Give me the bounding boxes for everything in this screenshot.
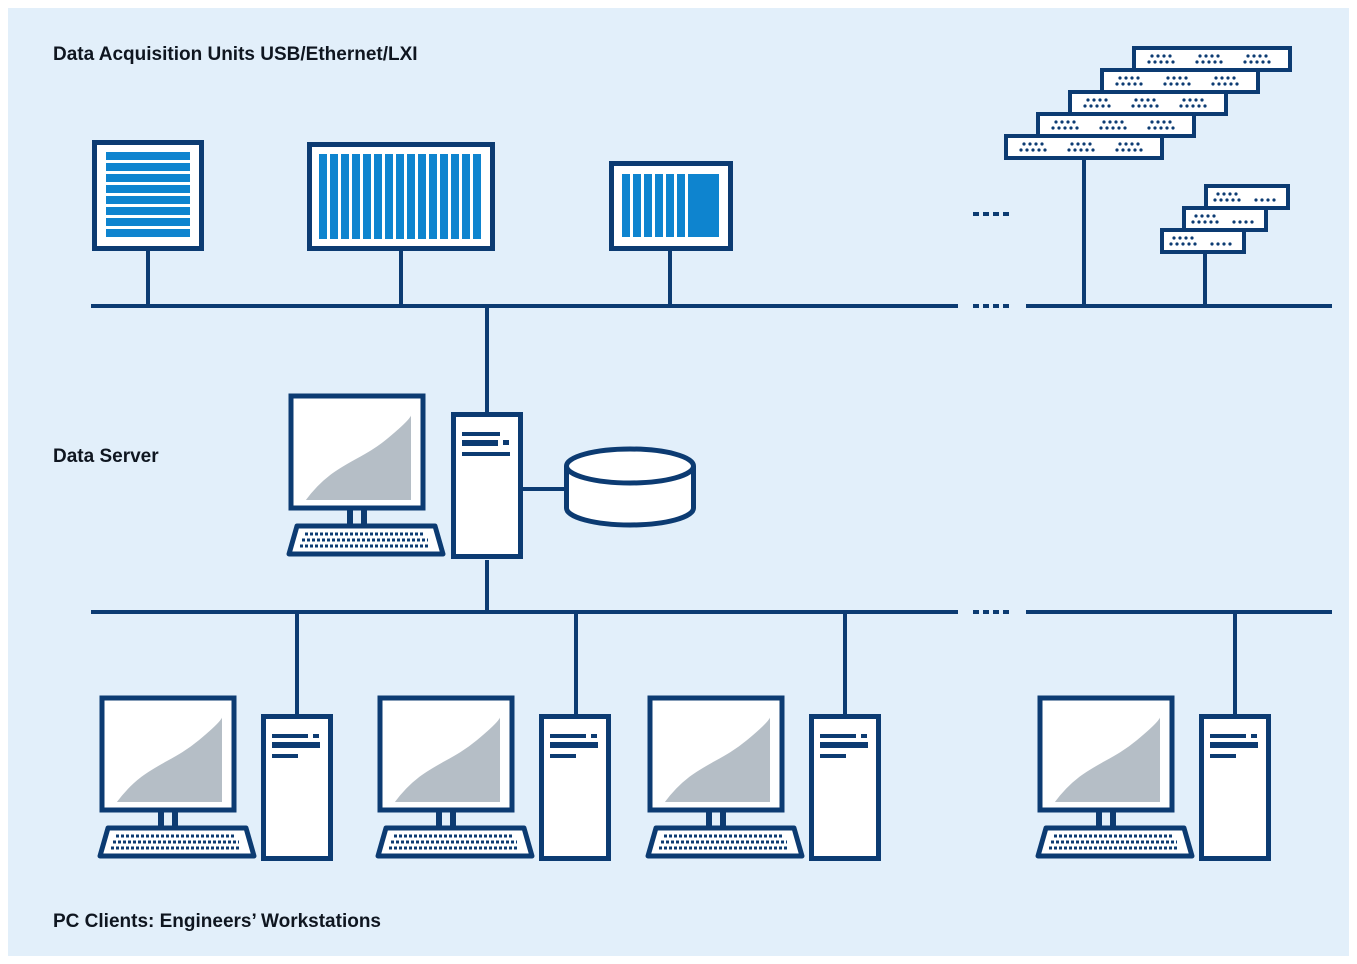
data-acquisition-unit-icon [609,161,733,251]
data-server-label: Data Server [53,446,159,467]
tower-server-icon [454,415,521,557]
data-acquisition-unit-icon [307,142,495,251]
acquisition-units-label: Data Acquisition Units USB/Ethernet/LXI [53,44,418,65]
rack-module-stack-icon [1004,46,1292,160]
rack-module-stack-icon [1160,184,1290,254]
workstation-icon [378,698,609,859]
network-lines [91,157,1332,716]
workstation-icon [648,698,879,859]
server-monitor-icon [289,396,443,554]
pc-clients-label: PC Clients: Engineers’ Workstations [53,911,382,932]
data-acquisition-unit-icon [92,140,204,251]
workstation-icon [1038,698,1269,859]
workstation-icon [100,698,331,859]
database-icon [564,446,696,528]
ellipsis-markers [973,212,1013,614]
